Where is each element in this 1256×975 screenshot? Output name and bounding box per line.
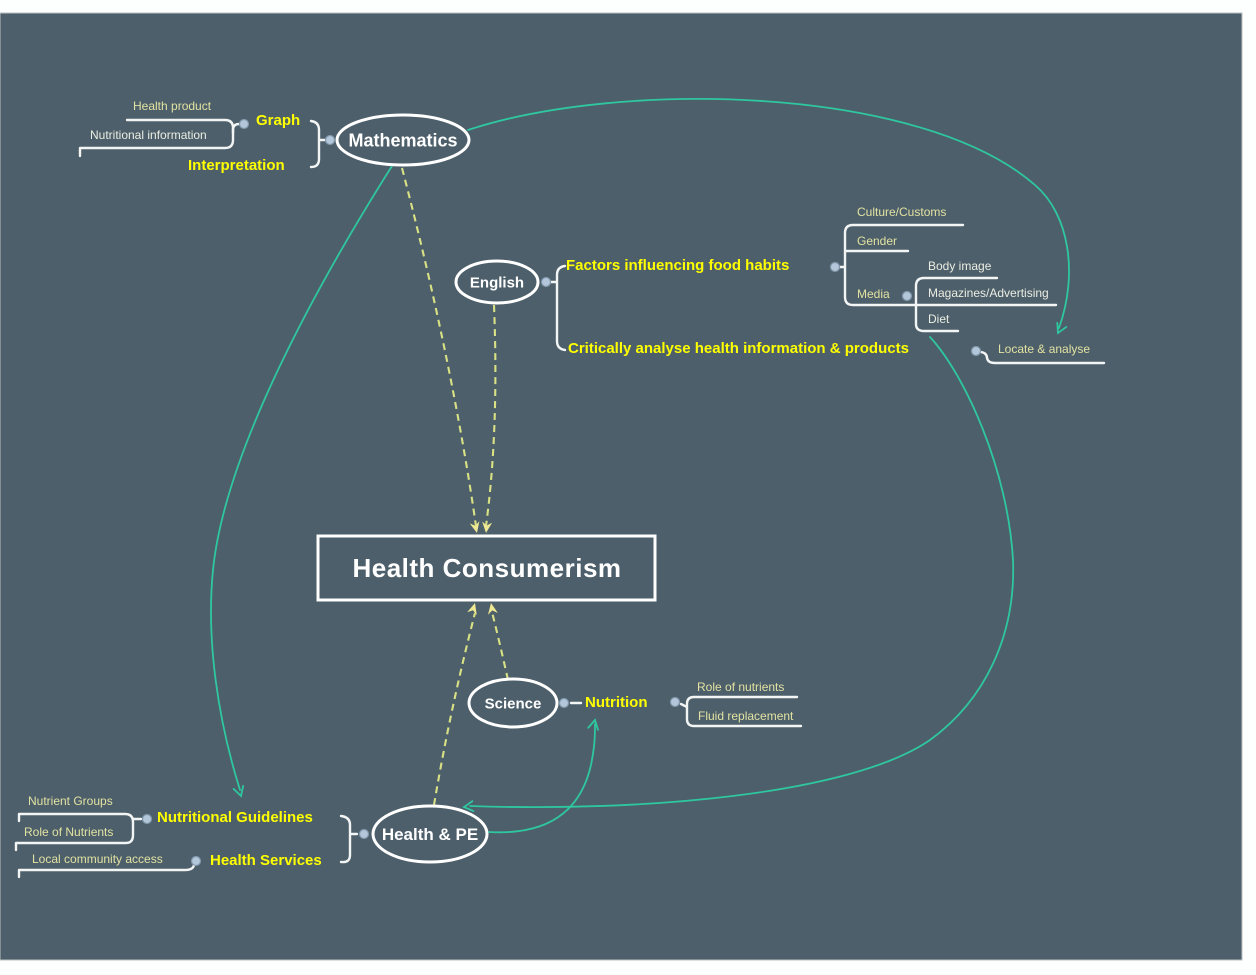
dot-english [540, 276, 552, 288]
node-ellipse-healthpe[interactable] [371, 804, 489, 864]
arrowhead-nutrition [587, 718, 599, 731]
arrowhead-healthpe [462, 800, 475, 812]
node-label-mathematics[interactable]: Mathematics [348, 130, 458, 151]
dashed-arrowhead-4 [467, 603, 477, 615]
dot-guidelines [141, 813, 153, 825]
dot-mathematics [324, 134, 336, 146]
node-label-english[interactable]: English [469, 274, 525, 292]
bracket-mathematics [309, 119, 327, 169]
topic-graph[interactable]: Graph [256, 112, 301, 129]
topic-interpretation[interactable]: Interpretation [188, 157, 285, 174]
label-gender[interactable]: Gender [857, 234, 898, 248]
label-local-community-access[interactable]: Local community access [32, 852, 163, 866]
dot-media [901, 290, 913, 302]
node-ellipse-science[interactable] [467, 677, 559, 729]
topic-factors[interactable]: Factors influencing food habits [566, 257, 790, 274]
dot-nutrition [669, 696, 681, 708]
label-media[interactable]: Media [857, 287, 890, 301]
dot-critically [970, 345, 982, 357]
dashed-english-to-center[interactable] [484, 304, 497, 527]
label-fluid-replacement[interactable]: Fluid replacement [698, 709, 794, 723]
label-magazines-advertising[interactable]: Magazines/Advertising [928, 286, 1049, 300]
branch-locate-analyse [979, 350, 1106, 365]
bracket-english [549, 264, 567, 352]
branch-nutritional-information [78, 122, 241, 158]
label-nutritional-information[interactable]: Nutritional information [90, 128, 207, 142]
bracket-healthpe [339, 814, 359, 864]
relationship-critically-to-healthpe[interactable] [469, 336, 1015, 809]
relationship-healthpe-to-nutrition[interactable] [488, 723, 596, 834]
label-body-image[interactable]: Body image [928, 259, 992, 273]
label-diet[interactable]: Diet [928, 312, 950, 326]
dashed-science-to-center[interactable] [490, 611, 510, 681]
node-ellipse-english[interactable] [454, 259, 540, 305]
node-label-health-consumerism[interactable]: Health Consumerism [352, 553, 622, 584]
topic-health-services[interactable]: Health Services [210, 852, 322, 869]
branch-guidelines-children [14, 812, 143, 852]
dashed-arrowhead-2 [482, 521, 493, 533]
relationship-math-to-locate[interactable] [467, 98, 1070, 329]
branch-factors-children [838, 223, 965, 307]
node-label-healthpe[interactable]: Health & PE [381, 825, 479, 845]
topic-nutrition[interactable]: Nutrition [585, 694, 648, 711]
topic-nutritional-guidelines[interactable]: Nutritional Guidelines [157, 809, 313, 826]
branch-nutrition-children [679, 695, 803, 728]
dot-graph [238, 118, 250, 130]
arrowhead-guidelines [232, 785, 245, 798]
dot-services [190, 855, 202, 867]
node-ellipse-mathematics[interactable] [335, 113, 471, 167]
topic-critically[interactable]: Critically analyse health information & … [568, 340, 909, 357]
label-health-product[interactable]: Health product [133, 99, 212, 113]
label-nutrient-groups[interactable]: Nutrient Groups [28, 794, 113, 808]
dot-healthpe [358, 828, 370, 840]
map-background [0, 12, 1243, 961]
relationship-math-to-guidelines[interactable] [210, 165, 393, 791]
label-role-of-nutrients-hpe[interactable]: Role of Nutrients [24, 825, 114, 839]
node-box-health-consumerism[interactable] [316, 534, 657, 602]
dot-science [558, 697, 570, 709]
dashed-arrowhead-1 [469, 521, 480, 533]
label-locate-analyse[interactable]: Locate & analyse [998, 342, 1091, 356]
arrowhead-locate [1056, 321, 1068, 335]
label-role-of-nutrients[interactable]: Role of nutrients [697, 680, 785, 694]
label-culture-customs[interactable]: Culture/Customs [857, 205, 947, 219]
branch-media-children [914, 276, 1058, 333]
dashed-math-to-center[interactable] [400, 167, 478, 527]
branch-local-access [17, 863, 196, 879]
node-label-science[interactable]: Science [484, 695, 542, 713]
dot-factors [829, 261, 841, 273]
dashed-healthpe-to-center[interactable] [432, 612, 477, 806]
dashed-arrowhead-3 [487, 603, 498, 615]
